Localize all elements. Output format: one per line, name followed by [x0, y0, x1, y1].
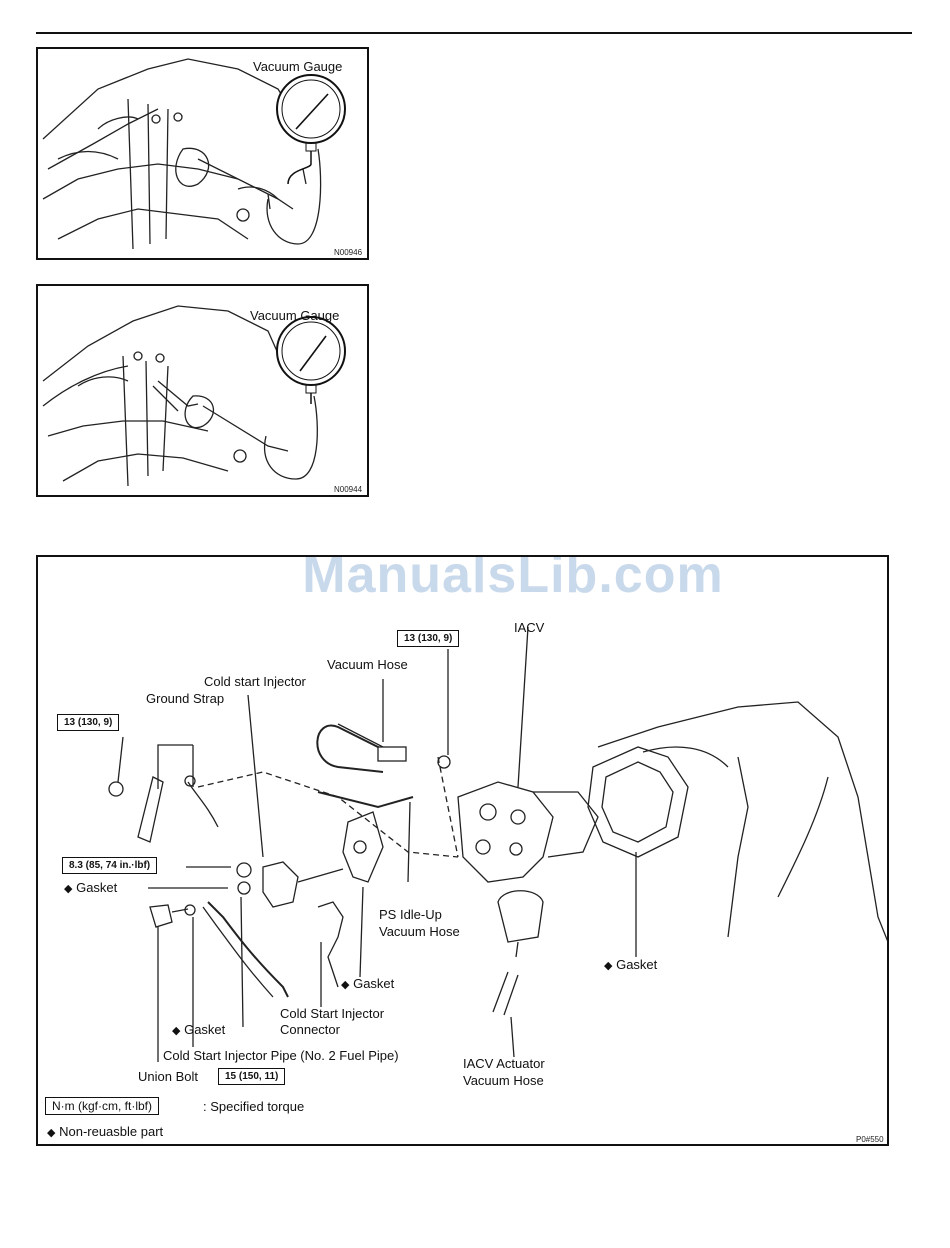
label-vacuum-hose: Vacuum Hose	[327, 657, 408, 672]
torque-spec-ground: 13 (130, 9)	[57, 714, 120, 731]
label-gasket-right: ◆ Gasket	[604, 957, 658, 972]
label-union-bolt: Union Bolt	[138, 1069, 198, 1084]
vacuum-gauge-label-1: Vacuum Gauge	[253, 59, 343, 74]
iacv-exploded-illustration	[108, 626, 887, 1062]
engine-illustration-1	[42, 58, 346, 250]
header-rule	[36, 32, 912, 34]
label-ground-strap: Ground Strap	[146, 691, 225, 706]
legend-nonreusable: ◆ Non-reuasble part	[47, 1124, 164, 1139]
legend-unit-desc: : Specified torque	[203, 1099, 305, 1114]
torque-spec-iacv: 13 (130, 9)	[397, 630, 460, 647]
label-cs-connector: Cold Start Injector	[280, 1006, 385, 1021]
label-cold-start-injector: Cold start Injector	[204, 674, 306, 689]
torque-spec-union-bolt: 15 (150, 11)	[218, 1068, 286, 1085]
label-iacv-actuator: IACV Actuator	[463, 1056, 545, 1071]
legend-unit: N·m (kgf·cm, ft·lbf)	[45, 1097, 159, 1115]
label-cs-pipe: Cold Start Injector Pipe (No. 2 Fuel Pip…	[163, 1048, 399, 1063]
figure-vacuum-gauge-1: Vacuum Gauge N00946	[36, 47, 369, 260]
label-gasket-bottom: ◆ Gasket	[172, 1022, 226, 1037]
label-iacv-actuator-2: Vacuum Hose	[463, 1073, 544, 1088]
gauge-dial-2	[276, 316, 346, 404]
label-gasket-left: ◆ Gasket	[64, 880, 118, 895]
engine-illustration-2	[42, 305, 346, 487]
label-ps-idle-up: PS Idle-Up	[379, 907, 442, 922]
figure-code-2: N00944	[334, 485, 363, 494]
label-iacv: IACV	[514, 620, 545, 635]
figure-vacuum-gauge-2: Vacuum Gauge N00944	[36, 284, 369, 497]
label-gasket-mid: ◆ Gasket	[341, 976, 395, 991]
label-ps-idle-up-2: Vacuum Hose	[379, 924, 460, 939]
torque-spec-injector: 8.3 (85, 74 in.·lbf)	[62, 857, 158, 874]
watermark: ManualsLib.com	[302, 555, 724, 604]
diagram-code: P0#550	[856, 1135, 884, 1144]
figure-code-1: N00946	[334, 248, 363, 257]
gauge-dial-1	[276, 74, 346, 185]
vacuum-gauge-label-2: Vacuum Gauge	[250, 308, 340, 323]
label-cs-connector-2: Connector	[280, 1022, 340, 1037]
figure-iacv-exploded: ManualsLib.com IACV 13 (130, 9) Vacuum H…	[36, 555, 889, 1146]
